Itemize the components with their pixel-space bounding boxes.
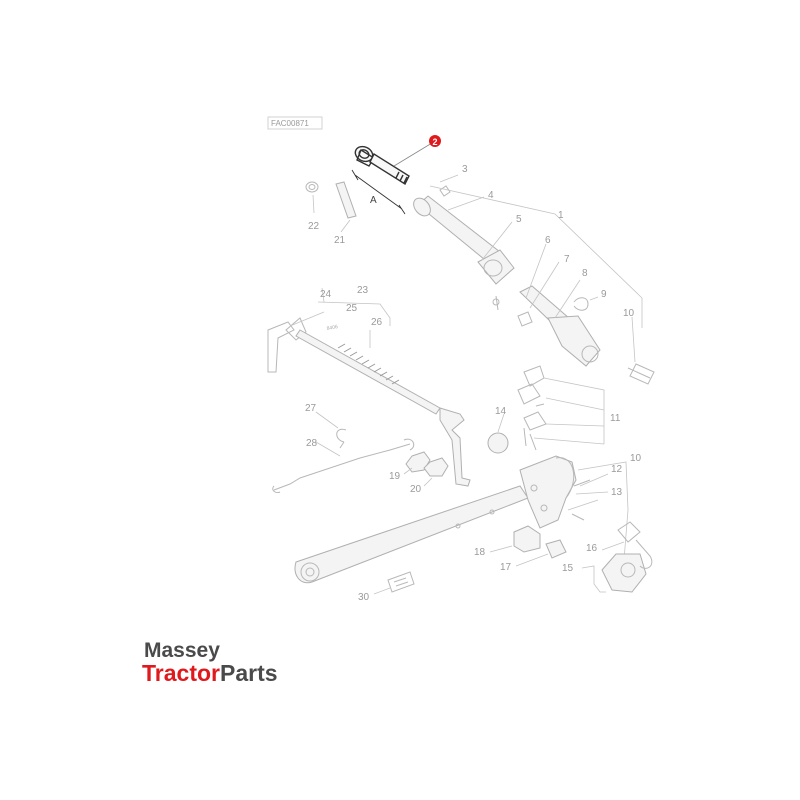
part-26-stamp: 8406 [326,324,338,332]
callout-16: 15 [562,563,574,574]
callout-28: 27 [305,403,317,414]
callout-29: 28 [306,438,318,449]
callout-2-label: 2 [432,137,437,147]
callout-21: 20 [410,484,422,495]
callout-3: 3 [462,164,468,175]
massey-tractor-parts-logo: Massey TractorParts [142,639,312,687]
callout-9: 9 [601,289,607,300]
callout-18: 17 [500,562,512,573]
parts-18-19[interactable] [513,525,567,559]
callout-8: 8 [582,268,588,279]
callout-11: 10 [630,453,642,464]
ref-code-box [267,116,323,130]
callout-27: 26 [371,317,383,328]
callout-30: 30 [358,592,370,603]
callout-2-badge [429,135,441,147]
part-15-ball[interactable] [487,432,509,454]
callout-13: 12 [611,464,623,475]
part-2-top-link-pin[interactable] [353,144,410,186]
parts-20-21-nuts[interactable] [405,451,449,477]
part-13-14-pins[interactable] [571,479,591,521]
logo-line-2: TractorParts [142,660,278,686]
top-link-assembly[interactable] [410,185,655,385]
callout-24: 23 [357,285,369,296]
callout-26: 25 [346,303,358,314]
callout-14: 13 [611,487,623,498]
part-30-label-plate[interactable] [387,571,415,593]
callout-23: 22 [308,221,320,232]
callout-12: 11 [610,413,621,424]
part-11-lower-link[interactable] [294,455,577,584]
callout-19: 18 [474,547,486,558]
levelling-rod-assembly[interactable] [267,317,471,487]
parts-16-17[interactable] [601,521,653,593]
callout-10: 10 [623,308,635,319]
part-12-clips[interactable] [517,365,547,451]
logo-parts-text: Parts [219,660,278,686]
parts-22-23[interactable] [305,181,357,219]
callout-17: 16 [586,543,598,554]
callout-22: 21 [334,235,346,246]
callout-4: 4 [488,190,494,201]
check-chain-assembly[interactable] [272,428,415,493]
callout-5: 5 [516,214,522,225]
ref-code: FAC00871 [271,119,309,128]
dimension-a-label: A [370,195,377,206]
callout-1: 1 [558,210,564,221]
logo-line-1: Massey [144,639,220,662]
callout-6: 6 [545,235,551,246]
logo-tractor-text: Tractor [142,660,220,686]
dimension-a-line [351,169,406,215]
callout-15: 14 [495,406,507,417]
callout-25: 24 [320,289,332,300]
callout-7: 7 [564,254,570,265]
callout-20: 19 [389,471,401,482]
